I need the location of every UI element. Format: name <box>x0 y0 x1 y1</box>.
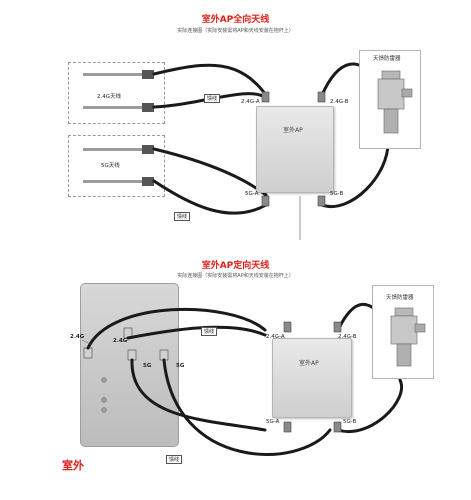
port-24g-b-label: 2.4G-B <box>330 99 349 105</box>
cable-5g-b-2 <box>336 378 404 434</box>
omni-antenna-24g-2 <box>83 103 154 112</box>
feeder-label-1: 馈线 <box>204 94 221 103</box>
feeder-label-2: 馈线 <box>174 212 191 221</box>
port2-24g-a-label: 2.4G-A <box>266 334 285 340</box>
section1-subtitle: 实际连接图（实际安装需将AP和天线安装在抱杆上） <box>177 28 294 34</box>
section2-title: 室外AP定向天线 <box>201 261 270 271</box>
section2-subtitle: 实际连接图（实际安装需将AP和天线安装在抱杆上） <box>177 273 294 279</box>
feeder2-label-1: 馈线 <box>201 327 218 336</box>
port2-24g-b-label: 2.4G-B <box>338 334 357 340</box>
antenna-24g-box <box>68 62 165 124</box>
arrester-icon <box>377 70 413 134</box>
port-5g-b-label: 5G-B <box>330 191 344 197</box>
cable-panel-5g-a <box>130 358 267 432</box>
arrester-icon-2 <box>390 307 426 367</box>
cable-panel-24g-inner <box>126 325 267 340</box>
port-24g-a-label: 2.4G-A <box>241 99 260 105</box>
outdoor-label: 室外 <box>62 459 84 472</box>
section1-diagram <box>83 62 390 240</box>
omni-antenna-5g-1 <box>83 145 154 154</box>
omni-antenna-24g-1 <box>83 70 154 79</box>
ap-1-label: 室外AP <box>283 127 303 134</box>
feeder2-label-2: 馈线 <box>166 455 183 464</box>
antenna-5g-label: 5G天线 <box>101 163 120 169</box>
cable-panel-5g-b <box>162 358 332 456</box>
arrester-label-1: 天馈防雷器 <box>373 56 401 62</box>
cable-24g-a <box>152 92 268 109</box>
cable-24g-a-top <box>152 63 268 97</box>
panel-5g-left-label: 5G <box>143 363 152 369</box>
outdoor-ap-2: 室外AP <box>272 338 352 418</box>
port2-5g-b-label: 5G-B <box>343 419 357 425</box>
arrester-inset-1: 天馈防雷器 <box>359 50 421 149</box>
antenna-24g-label: 2.4G天线 <box>97 94 122 100</box>
port-5g-a-label: 5G-A <box>245 191 259 197</box>
outdoor-ap-1: 室外AP <box>256 106 334 193</box>
arrester-inset-2: 天馈防雷器 <box>372 285 434 379</box>
arrester-label-2: 天馈防雷器 <box>386 295 414 301</box>
cable-5g-b <box>320 138 390 208</box>
panel-24g-inner-label: 2.4G <box>113 338 128 344</box>
panel-5g-right-label: 5G <box>176 363 185 369</box>
section1-title: 室外AP全向天线 <box>201 15 270 25</box>
cable-panel-24g-a <box>86 307 267 350</box>
ap-2-label: 室外AP <box>299 360 319 367</box>
cable-5g-b-loop <box>152 179 268 215</box>
omni-antenna-5g-2 <box>83 177 154 186</box>
panel-24g-left-label: 2.4G <box>70 334 85 340</box>
antenna-5g-box <box>68 135 165 197</box>
port2-5g-a-label: 5G-A <box>266 419 280 425</box>
